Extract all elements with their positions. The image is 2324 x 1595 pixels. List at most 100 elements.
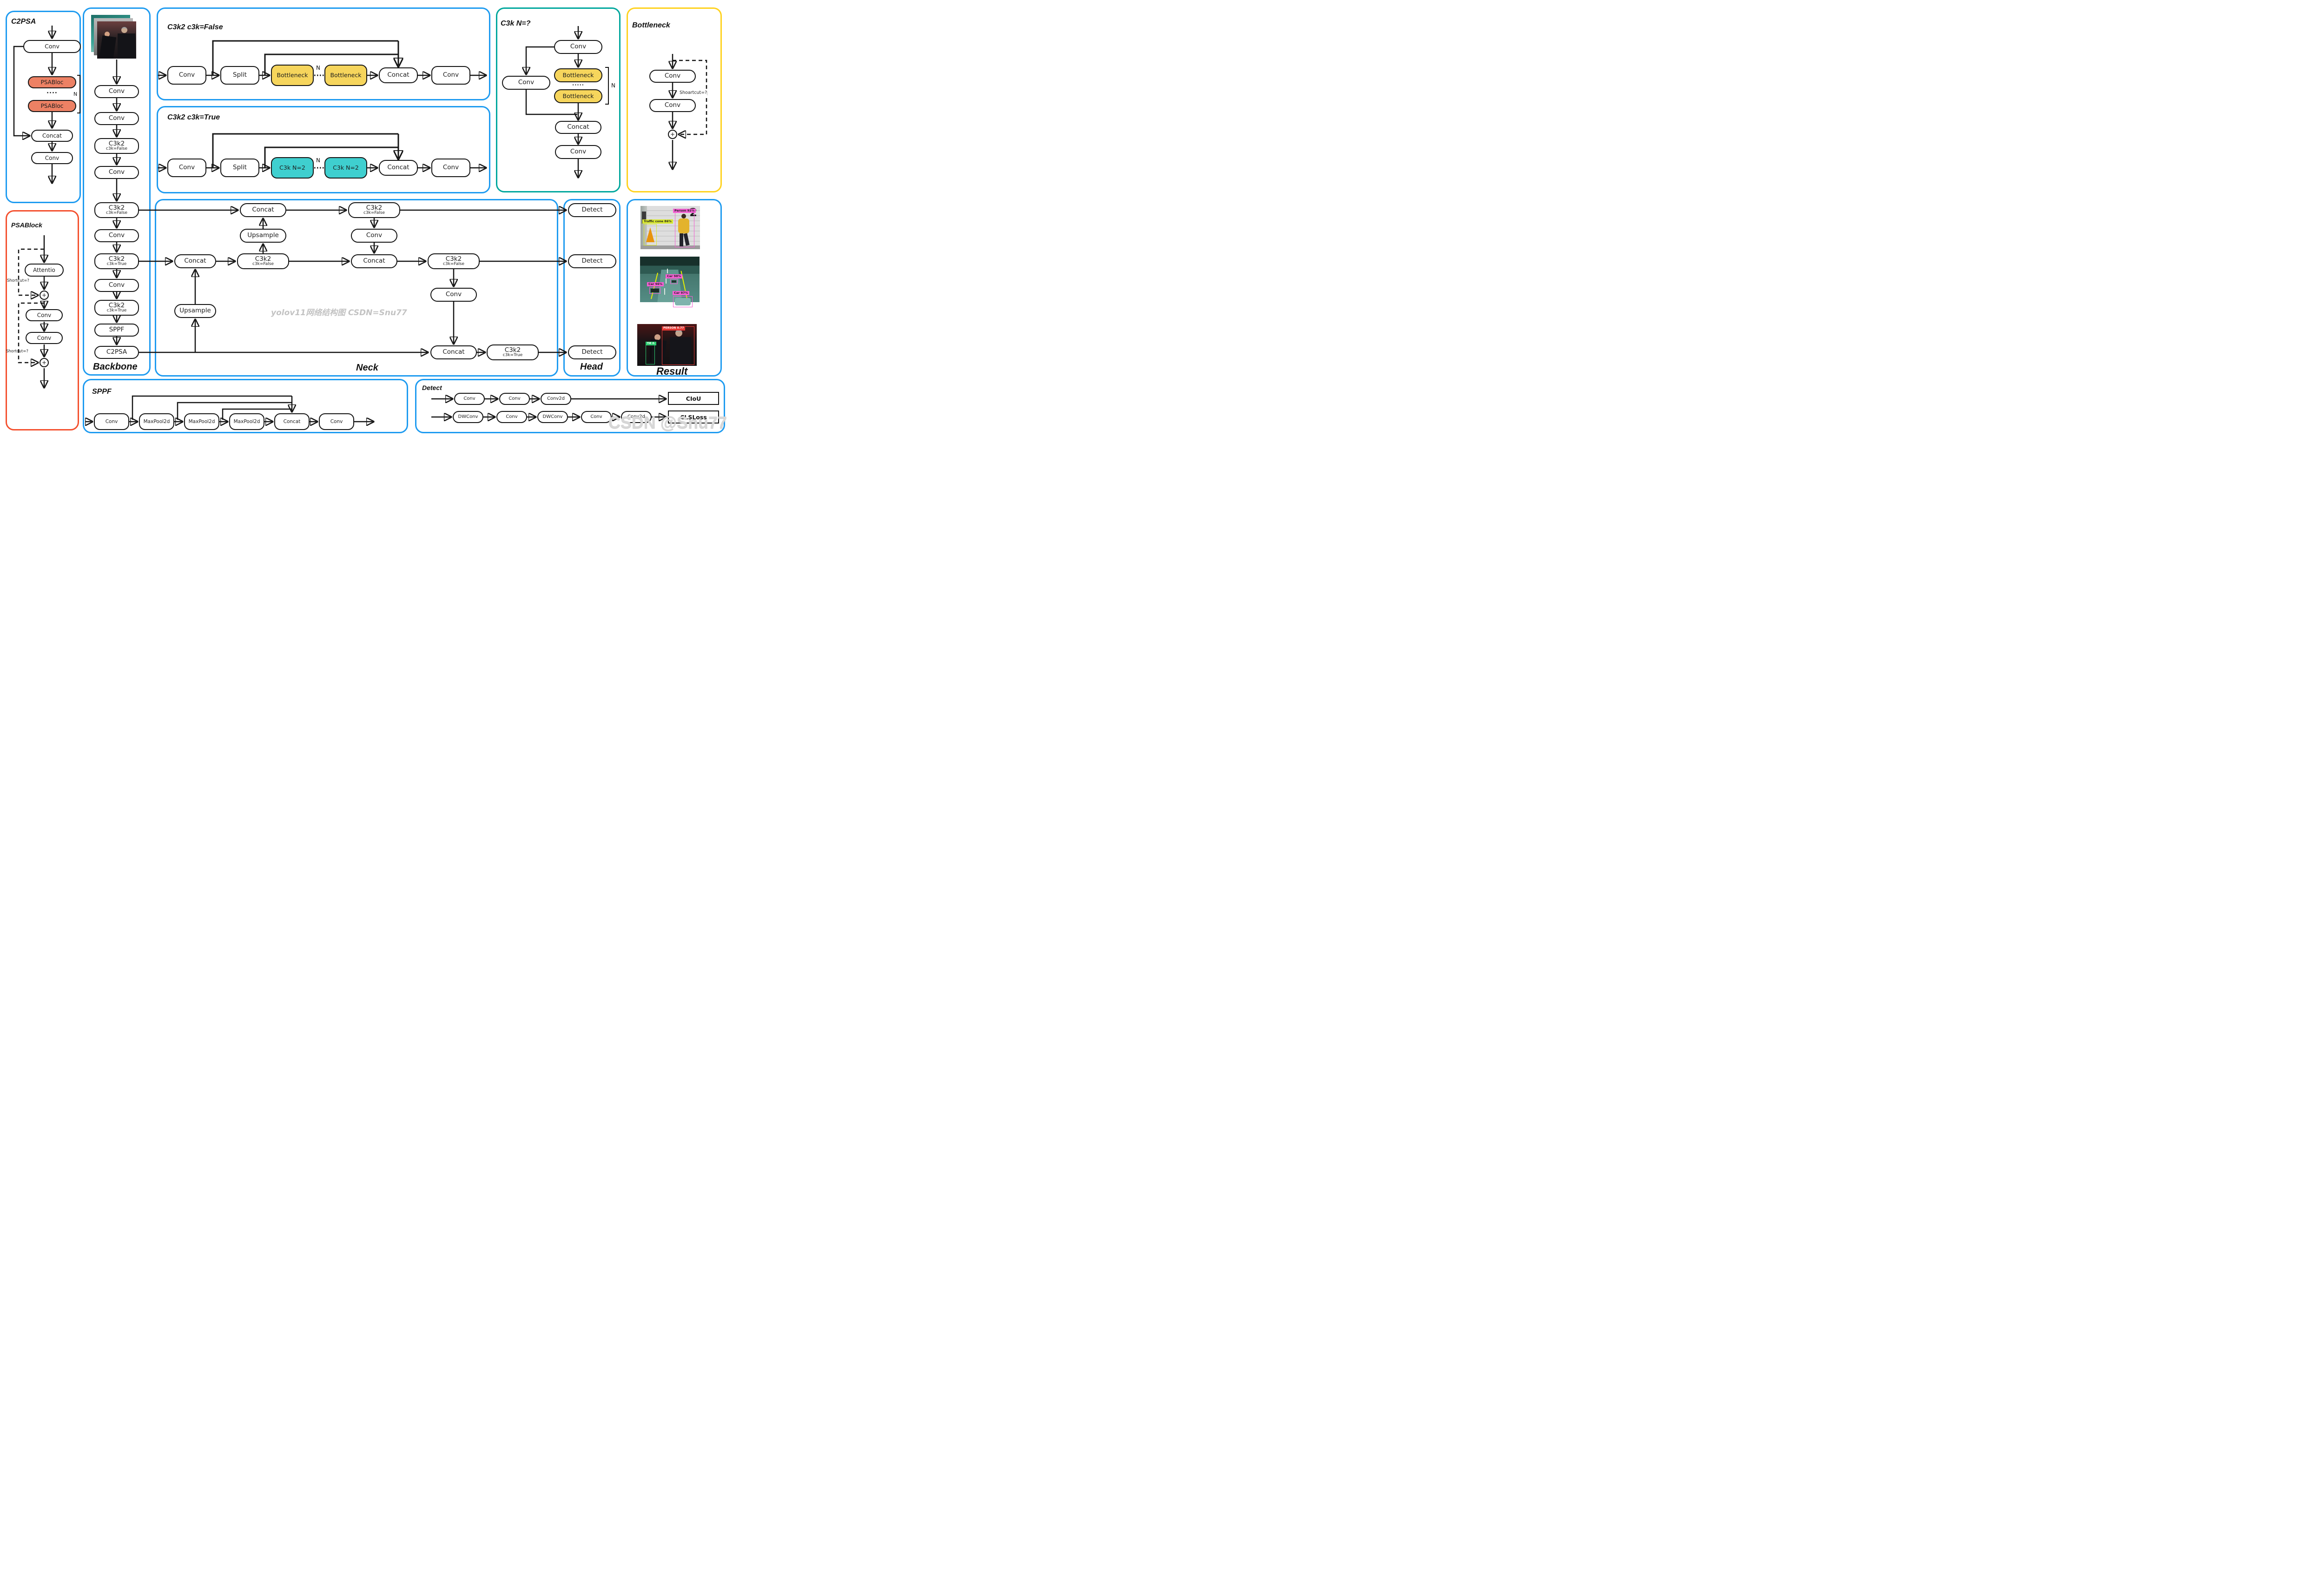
psablock-add-1: +	[40, 291, 49, 300]
c3k2f-bottleneck-1: Bottleneck	[271, 65, 314, 86]
c3k2t-concat: Concat	[379, 160, 418, 176]
c2psa-title: C2PSA	[11, 18, 36, 26]
head-label: Head	[580, 362, 603, 372]
c3k-title: C3k N=?	[501, 20, 531, 27]
c3k2f-conv-out: Conv	[431, 66, 470, 85]
c3k-conv-bottom: Conv	[555, 145, 601, 159]
result3-tie-bbox	[646, 345, 655, 364]
result-label: Result	[656, 365, 688, 377]
c3k2t-conv-in: Conv	[167, 159, 206, 177]
panel-detect-loss	[415, 379, 725, 433]
c3k2t-n-label: N	[316, 157, 320, 164]
bottleneck-shortcut-label: Shoartcut=?	[680, 90, 707, 95]
detect-r1-conv-2: Conv	[499, 393, 530, 405]
sppf-title: SPPF	[92, 388, 112, 396]
c3k2-true-title: C3k2 c3k=True	[167, 113, 220, 121]
result1-cone-chip: Traffic cone 86%	[642, 219, 673, 224]
neck-concat-bottom: Concat	[430, 345, 477, 359]
lane-dash-2	[666, 278, 667, 284]
detect-r1-conv2d: Conv2d	[541, 393, 571, 405]
detect-clsloss-box: CLSLoss	[668, 410, 719, 424]
neck-conv-top: Conv	[351, 229, 397, 243]
psablock-add-2: +	[40, 358, 49, 367]
result2-car-bbox-3	[673, 296, 693, 307]
coach-head-zidane	[654, 334, 660, 340]
backbone-conv-2: Conv	[94, 112, 139, 125]
lane-dash-3	[664, 288, 665, 295]
sppf-maxpool-2: MaxPool2d	[184, 413, 219, 430]
neck-conv-bottom: Conv	[430, 288, 477, 302]
person-head	[681, 214, 686, 218]
sppf-concat: Concat	[274, 413, 310, 430]
c3k2t-split: Split	[220, 159, 259, 177]
coach-suit-2	[118, 33, 135, 59]
c3k-conv-top: Conv	[554, 40, 602, 54]
backbone-conv-5: Conv	[94, 279, 139, 292]
car-3	[675, 298, 691, 305]
c3k-bottleneck-1: Bottleneck	[554, 68, 602, 82]
detect-r2-conv-1: Conv	[496, 411, 527, 423]
backbone-conv-4: Conv	[94, 229, 139, 242]
c3k2t-c3k-2: C3k N=2	[324, 157, 367, 179]
c3k2f-concat: Concat	[379, 67, 418, 83]
c2psa-conv-bottom: Conv	[31, 152, 73, 164]
result1-sign	[642, 212, 646, 224]
backbone-label: Backbone	[93, 362, 138, 372]
c3k2-false-title: C3k2 c3k=False	[167, 23, 223, 31]
coach-suit-1	[99, 35, 117, 59]
panel-c3k2-false	[157, 7, 490, 100]
c2psa-psablock-1: PSABloc	[28, 76, 76, 88]
person-leg-2	[683, 233, 690, 246]
neck-concat-mid: Concat	[351, 254, 397, 268]
result2-car-chip-2: Car 96%	[647, 282, 664, 287]
neck-concat-top: Concat	[240, 203, 286, 217]
sppf-maxpool-3: MaxPool2d	[229, 413, 264, 430]
result1-person-bbox	[675, 212, 694, 247]
result2-car-chip-1: Car 98%	[666, 274, 683, 279]
lane-dash-1	[667, 269, 668, 273]
psablock-attention: Attentio	[25, 264, 64, 277]
result2-car-bbox-1	[670, 279, 678, 284]
result3-person-bbox	[662, 326, 694, 365]
backbone-conv-1: Conv	[94, 85, 139, 98]
result2-car-bbox-2	[649, 287, 660, 294]
car-2	[651, 289, 659, 292]
bottleneck-title: Bottleneck	[632, 21, 670, 29]
sppf-conv-in: Conv	[94, 413, 129, 430]
c3k2t-conv-out: Conv	[431, 159, 470, 177]
c3k-n-label: N	[611, 82, 615, 89]
watermark-center: yolov11网络结构图 CSDN=Snu77	[271, 308, 407, 318]
c3k2f-conv-in: Conv	[167, 66, 206, 85]
result-image-2	[640, 257, 700, 302]
psablock-title: PSABlock	[11, 221, 42, 229]
neck-concat-mid-left: Concat	[174, 254, 216, 268]
detect-r2-dwconv-1: DWConv	[453, 411, 483, 423]
c3k2f-bottleneck-2: Bottleneck	[324, 65, 367, 86]
c3k-concat: Concat	[555, 121, 601, 134]
c3k-conv-left: Conv	[502, 76, 550, 90]
result1-person-chip: Person 92%	[673, 209, 696, 213]
detect-r2-conv2d: Conv2d	[621, 411, 652, 423]
c2psa-concat: Concat	[31, 130, 73, 142]
yolov11-architecture-diagram: C2PSA Conv PSABloc ···· PSABloc Concat C…	[0, 0, 729, 436]
result1-cone-bbox	[644, 224, 657, 245]
sppf-conv-out: Conv	[319, 413, 354, 430]
detect-r2-conv-2: Conv	[581, 411, 612, 423]
head-detect-3: Detect	[568, 345, 616, 359]
result3-person-chip: PERSON 0.77	[662, 326, 686, 331]
panel-backbone	[83, 7, 151, 376]
neck-upsample-top: Upsample	[240, 229, 286, 243]
c3k-dots: ·····	[572, 82, 584, 88]
person-jacket	[678, 218, 689, 233]
bottleneck-add: +	[668, 130, 677, 139]
coach-suit-ancelotti	[670, 337, 691, 366]
head-detect-2: Detect	[568, 254, 616, 268]
c2psa-n-label: N	[73, 91, 78, 97]
